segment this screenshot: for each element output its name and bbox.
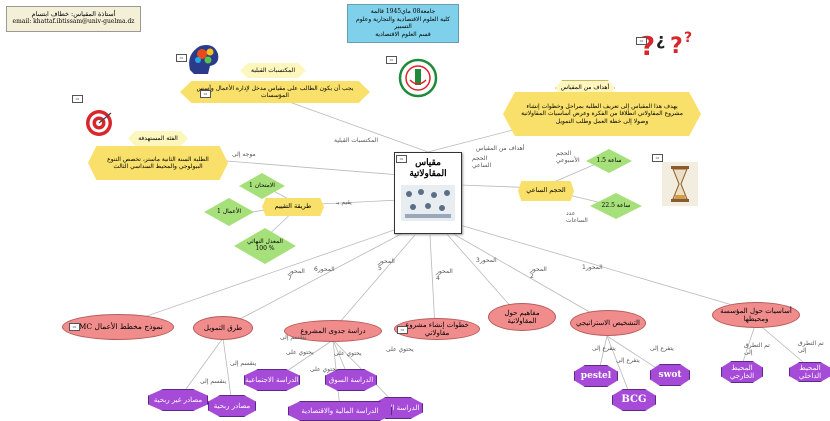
edge-label-axis3: المحور3 (476, 257, 497, 264)
department-name: قسم العلوم الاقتصادية (375, 30, 431, 38)
image-marker: ▭ (386, 56, 397, 64)
edge-label-divides: ينقسم إلى (280, 334, 307, 341)
edge-label-divides: ينقسم إلى (230, 360, 257, 367)
image-marker: ▭ (176, 54, 187, 62)
edge-label-hours: الحجم الساعي (472, 155, 492, 169)
brain-gears-icon (184, 40, 224, 76)
skills-title[interactable]: المكتسبات القبلية (240, 63, 306, 78)
swot-leaf[interactable]: swot (650, 364, 690, 386)
image-marker: ▭ (72, 95, 83, 103)
edge-label-contains: يحتوي على (386, 346, 414, 353)
edge-label-axis1: المحور1 (582, 264, 603, 271)
financial-study-leaf[interactable]: الدراسة المالية والاقتصادية (288, 401, 392, 421)
external-env-leaf[interactable]: المحيط الخارجي (721, 361, 763, 383)
edge-label-axis4: المحور 4 (436, 268, 453, 282)
central-title-line1: مقياس (415, 158, 441, 168)
image-marker: ▭ (652, 154, 663, 162)
axis-4-node[interactable]: خطوات إنشاء مشروع مقاولاتي (394, 318, 480, 340)
image-marker: ▭ (636, 37, 647, 45)
axis-5-node[interactable]: دراسة جدوى المشروع (284, 320, 382, 342)
edge-label-axis7: المحور 7 (288, 268, 305, 282)
edge-label-diag: يتفرع إلى (650, 345, 674, 352)
edge-label-eval: يقيم بـ (336, 199, 352, 206)
axis-7-node[interactable]: BMC نموذج مخطط الأعمال (62, 314, 174, 340)
edge-label-axis2: المحور 2 (530, 266, 547, 280)
audience-title[interactable]: الفئة المستهدفة (128, 131, 188, 146)
edge-label-objectives: أهداف من المقياس (476, 145, 525, 152)
audience-text[interactable]: الطلبة السنة الثانية ماستر، تخصص التنوع … (88, 146, 228, 180)
edge-label-total: عدد الساعات (566, 210, 588, 224)
pestel-leaf[interactable]: pestel (574, 365, 618, 387)
islamic-sources-leaf[interactable]: مصادر ربحية (208, 395, 256, 417)
central-topic[interactable]: مقياس المقاولاتية (394, 152, 462, 234)
edge-label-contains: يحتوي على (286, 349, 314, 356)
university-name: جامعة08 ماي1945 قالمة (370, 8, 436, 15)
hourglass-icon (662, 162, 698, 206)
edge-label-divides: ينقسم إلى (200, 378, 227, 385)
image-marker: ▭ (397, 326, 408, 334)
author-box: أستاذة المقياس: خطاف ابتسام email: khatt… (6, 6, 141, 32)
edge-label-audience: موجه إلى (232, 151, 256, 158)
edge-label-skills: المكتسبات القبلية (334, 137, 378, 144)
axis-6-node[interactable]: طرق التمويل (193, 316, 253, 340)
edge-label-weekly: الحجم الأسبوعي (556, 150, 580, 164)
author-email: email: khattaf.ibtissam@univ-guelma.dz (12, 18, 135, 26)
image-marker: ▭ (200, 90, 211, 98)
edge-label-axis5: المحور 5 (378, 258, 395, 272)
edge-label-contains: يحتوي على (334, 350, 362, 357)
faculty-name: كلية العلوم الاقتصادية والتجارية وعلوم ا… (355, 15, 450, 31)
central-title-line2: المقاولاتية (409, 169, 447, 180)
non-islamic-sources-leaf[interactable]: مصادر غير ربحية (148, 389, 208, 411)
axis-1-node[interactable]: أساسيات حول المؤسسة ومحيطها (712, 302, 800, 328)
image-marker: ▭ (69, 323, 80, 331)
edge-label-diag: يتفرع إلى (592, 345, 616, 352)
university-logo-icon (398, 58, 438, 98)
eval-method[interactable]: طريقة التقييم (262, 198, 324, 216)
edge-label-axis6: المحور6 (314, 266, 335, 273)
target-icon (84, 108, 114, 138)
people-collage-icon (401, 184, 455, 221)
bcg-leaf[interactable]: BCG (612, 389, 656, 411)
hours-center[interactable]: الحجم الساعي (518, 181, 574, 201)
axis-2-node[interactable]: التشخيص الاستراتيجي (570, 310, 646, 336)
edge-label-env: تم التطرق إلى (798, 340, 824, 354)
edge-label-diag: يتفرع إلى (616, 357, 640, 364)
social-study-leaf[interactable]: الدراسة الاجتماعية (244, 369, 300, 391)
edge-label-env: تم التطرق إلى (744, 342, 770, 356)
internal-env-leaf[interactable]: المحيط الداخلي (789, 362, 830, 382)
objective-text[interactable]: يهدف هذا المقياس إلى تعريف الطلبة بمراحل… (503, 92, 701, 136)
question-marks-icon: ? ¿ ? ? (640, 30, 693, 62)
axis-3-node[interactable]: مفاهيم حول المقاولاتية (488, 303, 556, 331)
market-study-leaf[interactable]: الدراسة السوق (325, 369, 377, 391)
image-marker: ▭ (396, 155, 407, 163)
university-box: جامعة08 ماي1945 قالمة كلية العلوم الاقتص… (347, 4, 459, 43)
author-name: أستاذة المقياس: خطاف ابتسام (31, 10, 116, 18)
edge-label-contains: يحتوي على (310, 366, 338, 373)
skills-text[interactable]: يجب أن يكون الطالب على مقياس مدخل لإدارة… (180, 81, 370, 103)
